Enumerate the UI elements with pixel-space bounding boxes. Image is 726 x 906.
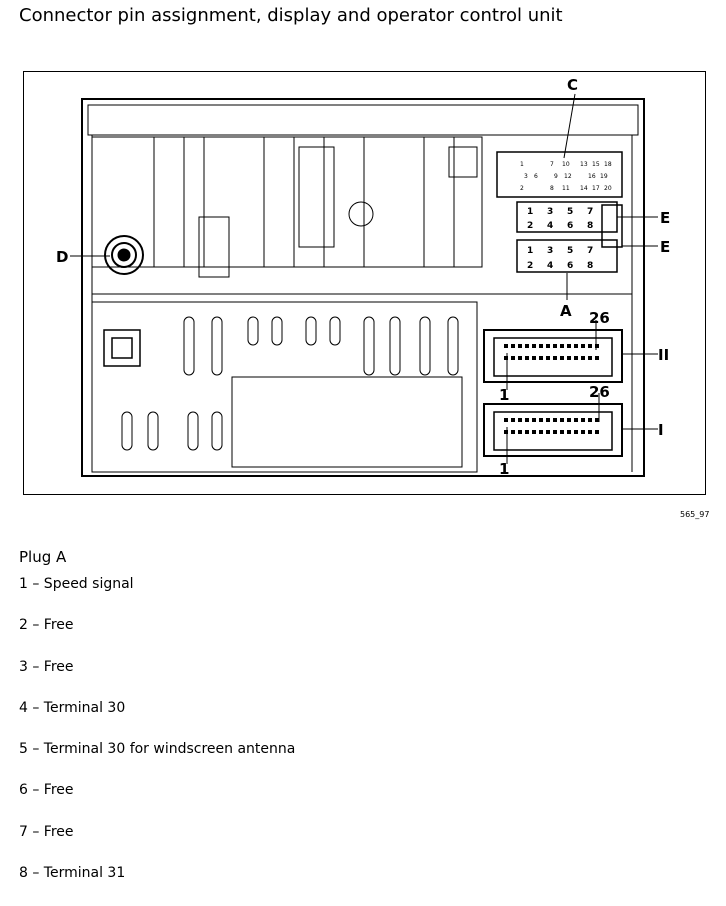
- pin-label: 8: [587, 261, 593, 271]
- pin-label: 6: [567, 261, 573, 271]
- pin-label: 18: [604, 161, 612, 168]
- pin-label: 10: [562, 161, 570, 168]
- list-item: 2 – Free: [19, 617, 74, 634]
- pin-label: 2: [520, 185, 524, 192]
- pin-label: 2: [527, 221, 533, 231]
- pin-label: 9: [554, 173, 558, 180]
- pin-label: 19: [600, 173, 608, 180]
- pin-label: 8: [587, 221, 593, 231]
- pin-26-top-label: 26: [589, 309, 610, 327]
- callout-label-e-bottom: E: [660, 238, 670, 256]
- pin-label: 6: [567, 221, 573, 231]
- pin-label: 3: [524, 173, 528, 180]
- pin-label: 17: [592, 185, 600, 192]
- plug-heading: Plug A: [19, 548, 67, 566]
- pin-label: 14: [580, 185, 588, 192]
- pin-label: 1: [520, 161, 524, 168]
- callout-label-d: D: [56, 248, 68, 266]
- pin-label: 7: [587, 246, 593, 256]
- callout-label-ii: II: [658, 346, 669, 364]
- pin-label: 1: [527, 246, 533, 256]
- page-title: Connector pin assignment, display and op…: [19, 5, 563, 26]
- pin-label: 3: [547, 207, 553, 217]
- list-item: 5 – Terminal 30 for windscreen antenna: [19, 741, 296, 758]
- pin-label: 2: [527, 261, 533, 271]
- pin-label: 4: [547, 261, 553, 271]
- pin-label: 6: [534, 173, 538, 180]
- pin-label: 20: [604, 185, 612, 192]
- pin-label: 7: [550, 161, 554, 168]
- pin-label: 11: [562, 185, 570, 192]
- pin-label: 16: [588, 173, 596, 180]
- pin-label: 13: [580, 161, 588, 168]
- pin-1-bottom-label: 1: [499, 460, 509, 478]
- figure-reference: 565_97: [680, 510, 710, 519]
- callout-label-a: A: [560, 302, 572, 320]
- pin-label: 5: [567, 207, 573, 217]
- pin-assignment-list: 1 – Speed signal 2 – Free 3 – Free 4 – T…: [19, 576, 295, 906]
- list-item: 3 – Free: [19, 658, 74, 675]
- pin-label: 3: [547, 246, 553, 256]
- pin-26-bottom-label: 26: [589, 383, 610, 401]
- callout-label-c: C: [567, 76, 578, 94]
- pin-label: 7: [587, 207, 593, 217]
- list-item: 4 – Terminal 30: [19, 699, 126, 716]
- callout-label-i: I: [658, 421, 664, 439]
- callout-label-e-top: E: [660, 209, 670, 227]
- list-item: 8 – Terminal 31: [19, 865, 126, 882]
- pin-label: 15: [592, 161, 600, 168]
- pin-label: 12: [564, 173, 572, 180]
- pin-label: 4: [547, 221, 553, 231]
- list-item: 1 – Speed signal: [19, 576, 134, 592]
- pin-label: 8: [550, 185, 554, 192]
- connector-diagram: 1 3 5 7 2 4 6 8 1 3 5 7 2 4 6 8 1 7 10 1…: [23, 71, 706, 495]
- pin-label: 1: [527, 207, 533, 217]
- list-item: 7 – Free: [19, 823, 74, 840]
- list-item: 6 – Free: [19, 782, 74, 799]
- pin-1-top-label: 1: [499, 386, 509, 404]
- pin-label: 5: [567, 246, 573, 256]
